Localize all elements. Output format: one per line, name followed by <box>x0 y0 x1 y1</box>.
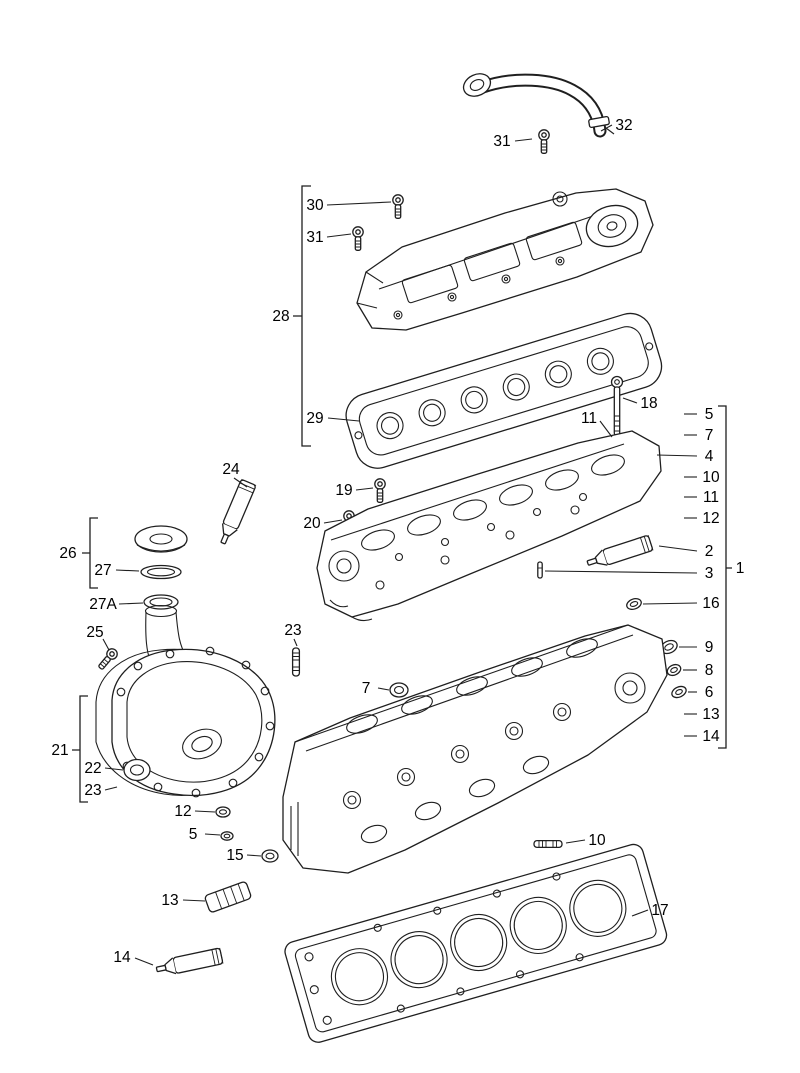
sealant-tube-24 <box>214 478 257 547</box>
callout-15: 15 <box>226 847 243 864</box>
stud-bolt-18 <box>610 375 624 436</box>
callout-31-top: 31 <box>493 133 510 150</box>
callout-17: 17 <box>651 902 668 919</box>
callout-7-right: 7 <box>705 427 714 444</box>
stud-23 <box>291 647 301 677</box>
valve-cover <box>356 188 654 331</box>
callout-14-right: 14 <box>702 728 720 745</box>
callout-10-bottom: 10 <box>588 832 606 849</box>
callout-21: 21 <box>51 742 68 759</box>
callout-25: 25 <box>86 624 103 641</box>
callout-22: 22 <box>84 760 101 777</box>
callout-32: 32 <box>615 117 632 134</box>
callout-9: 9 <box>705 639 714 656</box>
callout-1: 1 <box>736 560 745 577</box>
callout-2: 2 <box>705 543 714 560</box>
callout-29: 29 <box>306 410 323 427</box>
callout-5-left: 5 <box>189 826 198 843</box>
breather-hose <box>462 73 615 138</box>
bracket-28 <box>293 185 311 447</box>
callout-4: 4 <box>705 448 714 465</box>
callout-14-left: 14 <box>113 949 131 966</box>
camshaft-carrier <box>316 430 662 622</box>
sealant-tube-2 <box>584 534 654 572</box>
oil-filler-cap <box>134 525 188 553</box>
callout-13-right: 13 <box>702 706 719 723</box>
cylinder-head <box>282 624 668 874</box>
dowel-pin-3 <box>537 561 543 579</box>
o-ring-5 <box>220 831 234 841</box>
callout-11-left: 11 <box>581 410 597 427</box>
valve-cover-gasket <box>345 312 663 469</box>
callout-27a: 27A <box>89 596 117 613</box>
bolt-19 <box>374 478 386 503</box>
cover-bolt-bosses <box>393 256 565 320</box>
callout-30: 30 <box>306 197 324 214</box>
dowel-sleeve-13 <box>204 881 252 913</box>
seal-8 <box>666 663 682 677</box>
callout-3: 3 <box>705 565 714 582</box>
callout-10-right: 10 <box>702 469 720 486</box>
front-cover <box>111 646 276 798</box>
plug-7 <box>389 682 409 698</box>
seal-6 <box>671 685 687 699</box>
leader-lines <box>102 124 698 966</box>
carrier-bolt-bosses <box>375 505 580 590</box>
bolt-25 <box>95 646 120 673</box>
callout-23-bottom: 23 <box>84 782 101 799</box>
cylinder-head-gasket <box>284 843 668 1043</box>
o-ring-12 <box>215 806 231 818</box>
callout-labels: 32 31 30 31 28 29 18 11 5 7 4 10 11 12 2… <box>51 117 744 966</box>
callout-18: 18 <box>640 395 657 412</box>
cap-seal-27 <box>140 564 182 580</box>
bracket-26 <box>82 517 98 589</box>
callout-28: 28 <box>272 308 289 325</box>
callout-23-top: 23 <box>284 622 301 639</box>
cover-end-cap <box>585 204 639 248</box>
shaft-seal-22 <box>123 758 151 782</box>
seal-9 <box>660 639 678 655</box>
callout-26: 26 <box>59 545 76 562</box>
stud-10 <box>533 839 563 849</box>
bolt-30 <box>392 194 404 219</box>
bolt-31-top <box>538 129 550 154</box>
callout-24: 24 <box>222 461 240 478</box>
callout-12-right: 12 <box>702 510 719 527</box>
bolt-31 <box>352 226 364 251</box>
callout-7-left: 7 <box>362 680 371 697</box>
seal-ring-27a <box>143 594 179 610</box>
bracket-1 <box>718 405 732 749</box>
callout-12-left: 12 <box>174 803 191 820</box>
callout-31: 31 <box>306 229 323 246</box>
gasket-bolt-holes <box>304 872 584 1025</box>
callout-13-left: 13 <box>161 892 178 909</box>
sealant-tube-14 <box>154 947 224 978</box>
callout-11-right: 11 <box>703 489 719 506</box>
callout-27: 27 <box>94 562 111 579</box>
callout-20: 20 <box>303 515 321 532</box>
callout-6: 6 <box>705 684 714 701</box>
seal-16 <box>626 597 642 611</box>
o-ring-15 <box>261 849 279 863</box>
hose-clamp <box>588 115 610 129</box>
callout-16: 16 <box>702 595 719 612</box>
callout-19: 19 <box>335 482 352 499</box>
breather-port <box>552 191 568 207</box>
callout-5-right: 5 <box>705 406 714 423</box>
bracket-21 <box>72 695 88 803</box>
callout-8: 8 <box>705 662 714 679</box>
